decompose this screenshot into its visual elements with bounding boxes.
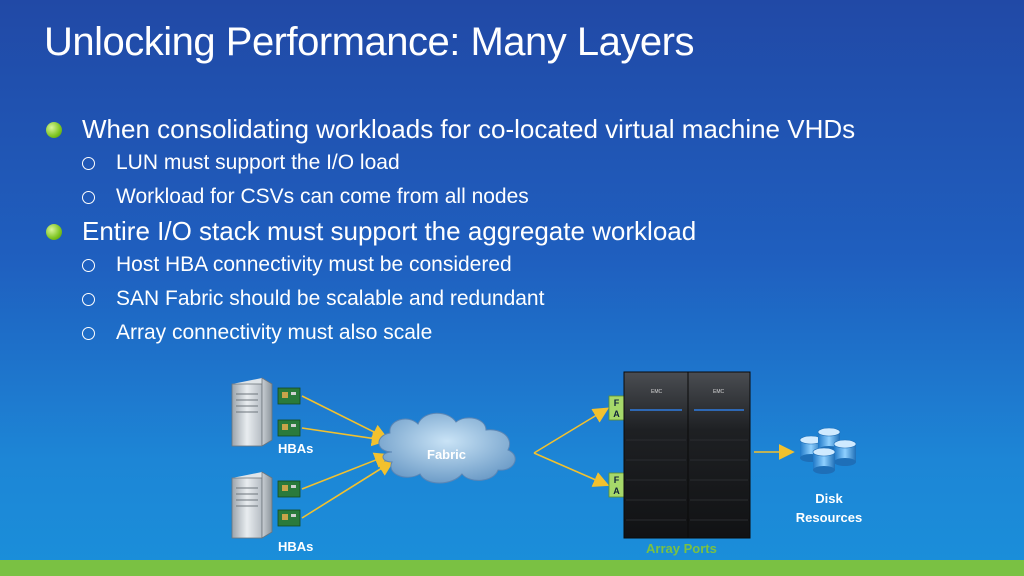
sub-bullet-csv-workload: Workload for CSVs can come from all node…: [44, 180, 855, 214]
array-brand-left: EMC: [651, 389, 663, 395]
disk-label-line2: Resources: [796, 510, 862, 525]
hba-card-icon-top-2: [277, 419, 301, 437]
hba-to-fabric-arrows: [301, 395, 395, 519]
sub-bullet-lun: LUN must support the I/O load: [44, 146, 855, 180]
svg-text:F: F: [614, 475, 620, 485]
array-ports-label: Array Ports: [646, 541, 717, 556]
sub-bullet-array: Array connectivity must also scale: [44, 316, 855, 350]
array-brand-right: EMC: [713, 389, 725, 395]
slide-title: Unlocking Performance: Many Layers: [44, 20, 694, 64]
storage-array-icon: [623, 371, 751, 539]
hba-card-icon-bottom-2: [277, 509, 301, 527]
fabric-label: Fabric: [427, 447, 466, 462]
server-icon-bottom: [231, 471, 273, 539]
fa-port-top: F A: [608, 395, 625, 421]
hba-label-bottom: HBAs: [278, 539, 313, 554]
fa-port-bottom: F A: [608, 472, 625, 498]
disk-label-line1: Disk: [815, 491, 843, 506]
fabric-cloud-icon: [378, 412, 516, 484]
svg-text:F: F: [614, 398, 620, 408]
bullet-io-stack: Entire I/O stack must support the aggreg…: [44, 214, 855, 248]
hba-card-icon-top-1: [277, 387, 301, 405]
sub-bullet-hba: Host HBA connectivity must be considered: [44, 248, 855, 282]
sub-bullet-san-fabric: SAN Fabric should be scalable and redund…: [44, 282, 855, 316]
bullet-list: When consolidating workloads for co-loca…: [44, 112, 855, 350]
hba-card-icon-bottom-1: [277, 480, 301, 498]
fabric-to-port-arrows: [533, 407, 610, 487]
bullet-consolidating: When consolidating workloads for co-loca…: [44, 112, 855, 146]
bottom-accent-bar: [0, 560, 1024, 576]
svg-text:A: A: [613, 409, 620, 419]
svg-text:A: A: [613, 486, 620, 496]
disk-resources-icon: [799, 427, 857, 474]
hba-label-top: HBAs: [278, 441, 313, 456]
server-icon-top: [231, 377, 273, 447]
